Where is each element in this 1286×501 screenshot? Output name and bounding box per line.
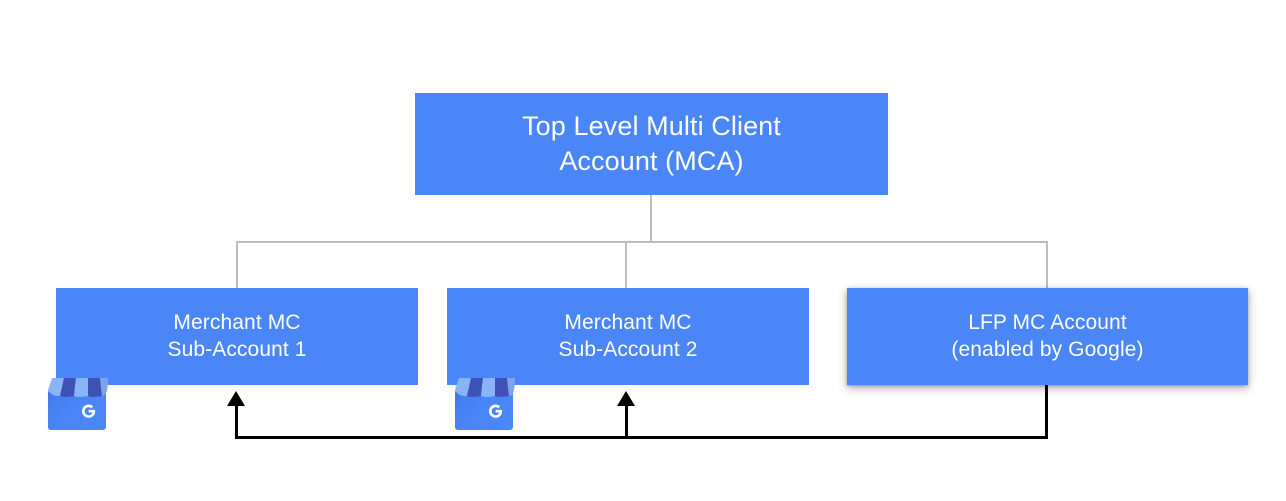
node-top-level-mca[interactable]: Top Level Multi Client Account (MCA) [415,93,888,195]
google-business-profile-icon [455,378,515,430]
feedback-arrowhead-sub1 [227,391,245,406]
google-business-profile-icon [48,378,108,430]
node-lfp-mc-account[interactable]: LFP MC Account (enabled by Google) [847,288,1248,385]
node-merchant-mc-sub-account-2-label: Merchant MC Sub-Account 2 [558,310,698,361]
feedback-arrowhead-sub2 [617,391,635,406]
node-merchant-mc-sub-account-2[interactable]: Merchant MC Sub-Account 2 [447,288,809,385]
node-merchant-mc-sub-account-1[interactable]: Merchant MC Sub-Account 1 [56,288,418,385]
connector-drop-lfp [1046,241,1048,289]
feedback-line-horizontal [235,436,1048,439]
connector-mca-stem [650,195,652,242]
node-lfp-mc-account-label: LFP MC Account (enabled by Google) [951,310,1144,361]
connector-drop-sub1 [236,241,238,289]
node-merchant-mc-sub-account-1-label: Merchant MC Sub-Account 1 [167,310,307,361]
connector-horizontal-bus [236,241,1048,243]
connector-drop-sub2 [625,241,627,289]
feedback-line-to-sub2 [625,400,628,439]
node-top-level-mca-label: Top Level Multi Client Account (MCA) [522,111,781,176]
feedback-line-to-sub1 [235,400,238,439]
feedback-line-from-lfp [1045,385,1048,439]
